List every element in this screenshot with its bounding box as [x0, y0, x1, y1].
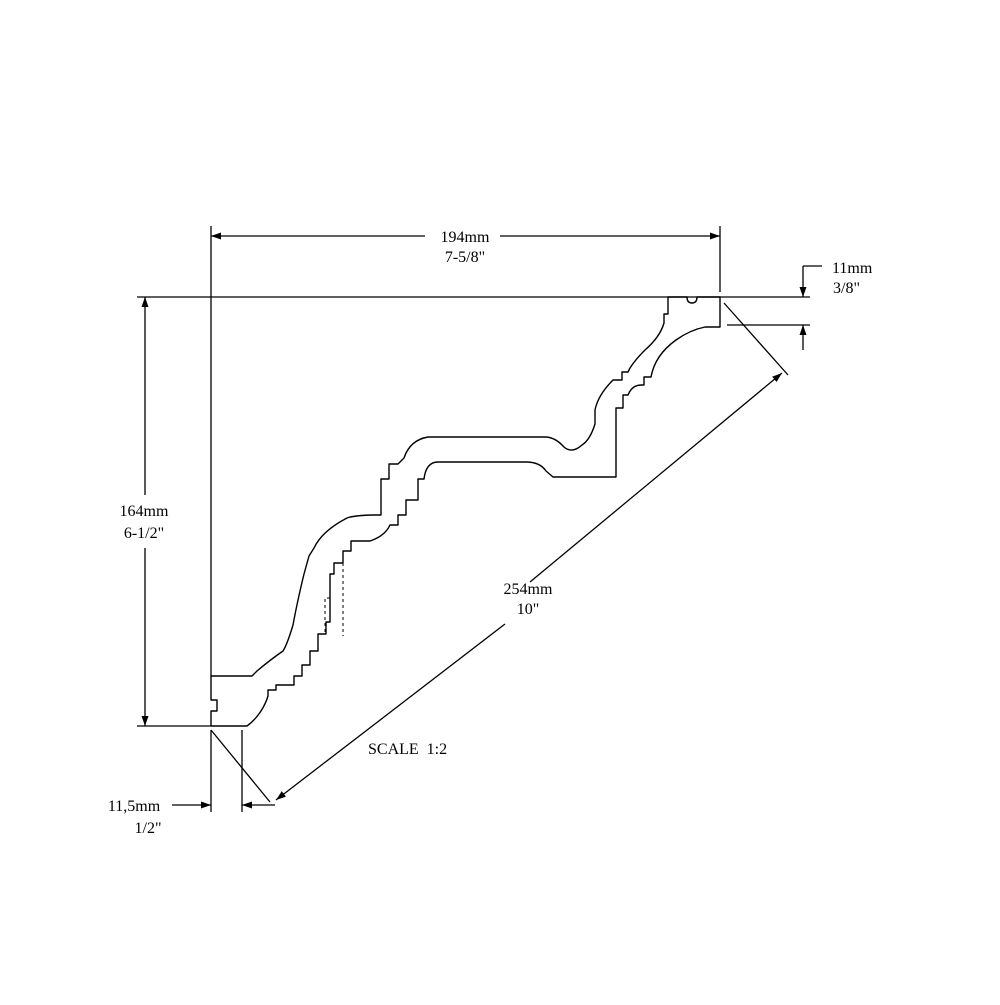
diagonal-dimension-inch: 10" [517, 601, 540, 618]
width-dimension-inch: 7-5/8" [445, 249, 485, 266]
molding-profile-outline [210, 296, 721, 727]
diagonal-dimension-mm: 254mm [504, 581, 553, 598]
bottom-edge-dimension-inch: 1/2" [135, 820, 162, 837]
diagonal-dimension-line-upper [529, 372, 783, 583]
height-dimension-mm: 164mm [120, 503, 169, 520]
top-edge-dimension-mm: 11mm [832, 260, 873, 277]
height-dimension-inch: 6-1/2" [124, 525, 164, 542]
diagonal-extension-top [723, 302, 789, 376]
width-dimension-mm: 194mm [441, 229, 490, 246]
bottom-edge-dimension-mm: 11,5mm [108, 798, 161, 815]
diagonal-extension-bottom [210, 729, 271, 803]
scale-label: SCALE 1:2 [368, 741, 447, 758]
top-edge-dimension-inch: 3/8" [833, 280, 860, 297]
diagonal-dimension-line-lower [275, 623, 506, 801]
hidden-line-step [324, 574, 331, 634]
